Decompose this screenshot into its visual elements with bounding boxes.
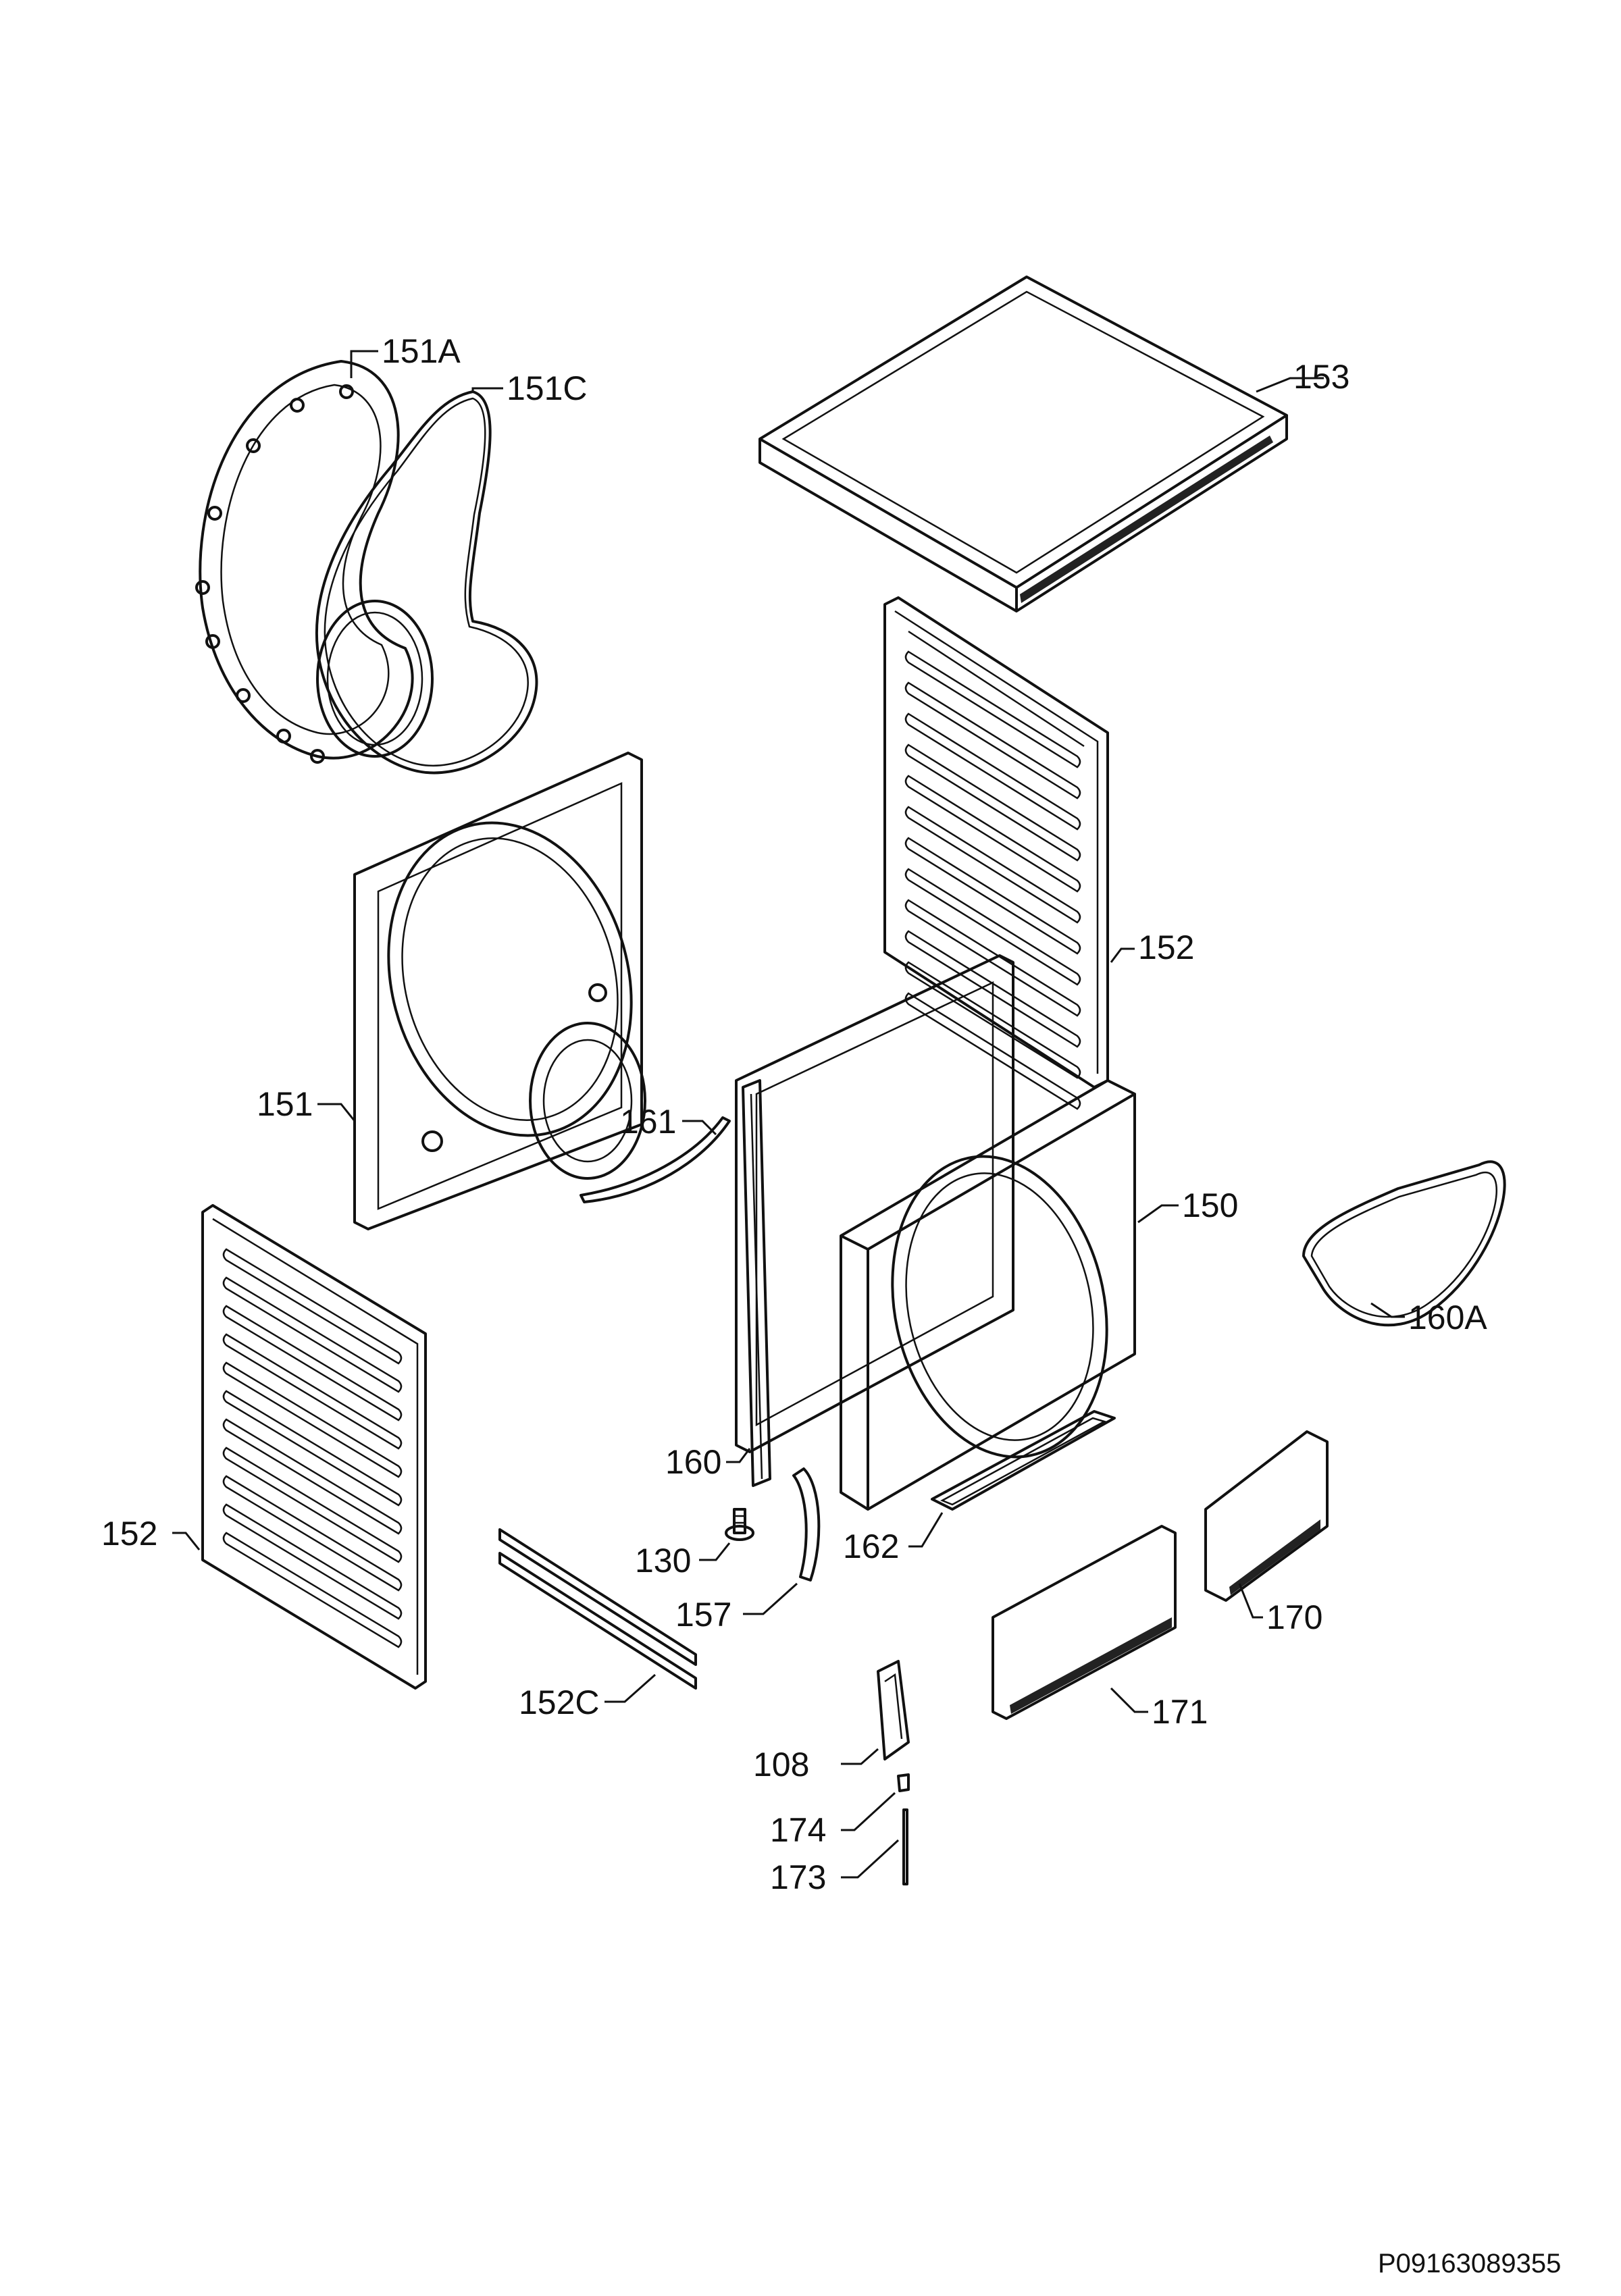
part-161-curved-trim <box>580 1116 731 1203</box>
label-108: 108 <box>753 1746 809 1783</box>
right-panel-rib-12 <box>904 992 1081 1110</box>
label-161: 161 <box>620 1103 676 1141</box>
label-153: 153 <box>1293 358 1349 396</box>
part-151-rear-frame <box>353 752 646 1230</box>
left-panel-rib-5 <box>222 1361 403 1478</box>
right-panel-rib-1 <box>904 650 1081 768</box>
leader-157 <box>743 1582 798 1615</box>
right-panel-rib-4 <box>904 743 1081 862</box>
label-162: 162 <box>843 1528 899 1565</box>
leader-162 <box>908 1512 944 1548</box>
part-170-plinth-right <box>1204 1430 1329 1602</box>
right-panel-rib-3 <box>904 712 1081 831</box>
left-panel-rib-10 <box>222 1503 403 1620</box>
label-150: 150 <box>1182 1186 1238 1224</box>
left-panel-rib-4 <box>222 1333 403 1450</box>
right-panel-rib-9 <box>904 899 1081 1017</box>
leader-160 <box>726 1448 751 1463</box>
left-panel-rib-3 <box>222 1305 403 1421</box>
part-160-support-strip <box>742 1079 771 1487</box>
part-130-foot <box>725 1508 754 1541</box>
part-153-top-cover <box>758 276 1288 612</box>
part-152-side-panel-left <box>201 1204 427 1690</box>
left-panel-rib-7 <box>222 1418 403 1535</box>
leader-173 <box>841 1839 900 1879</box>
left-panel-rib-6 <box>222 1390 403 1507</box>
leader-161 <box>682 1120 717 1136</box>
part-151C-gasket <box>315 390 538 775</box>
leader-152-right <box>1110 947 1135 963</box>
right-panel-rib-11 <box>904 961 1081 1079</box>
label-174: 174 <box>770 1811 826 1849</box>
part-151A-drum-ring <box>195 360 434 764</box>
part-108-flap <box>877 1660 910 1760</box>
leader-151C <box>471 387 503 393</box>
label-160A: 160A <box>1408 1299 1487 1336</box>
leader-108 <box>841 1748 879 1765</box>
leader-151 <box>317 1103 356 1122</box>
part-174-clip <box>897 1773 910 1792</box>
label-152-left: 152 <box>101 1515 157 1553</box>
leader-152C <box>604 1673 656 1703</box>
part-160A-door-seal <box>1302 1160 1506 1327</box>
label-171: 171 <box>1152 1693 1208 1731</box>
right-panel-rib-6 <box>904 806 1081 924</box>
right-panel-rib-10 <box>904 930 1081 1048</box>
label-152-right: 152 <box>1138 929 1194 966</box>
left-panel-ribs <box>222 1248 403 1648</box>
left-panel-rib-2 <box>222 1276 403 1393</box>
label-151A: 151A <box>382 332 461 370</box>
leader-150 <box>1137 1204 1179 1224</box>
part-152C-trim-strips <box>498 1528 697 1690</box>
right-panel-rib-8 <box>904 868 1081 986</box>
right-panel-ribs <box>904 650 1081 1110</box>
part-162-filter-tray <box>931 1410 1116 1511</box>
leader-153 <box>1256 377 1324 393</box>
right-panel-rib-5 <box>904 775 1081 893</box>
label-130: 130 <box>635 1542 691 1580</box>
part-171-plinth-left <box>992 1525 1177 1720</box>
left-panel-rib-9 <box>222 1475 403 1592</box>
leader-174 <box>841 1792 896 1831</box>
leader-160A <box>1370 1302 1405 1318</box>
left-panel-rib-1 <box>222 1248 403 1365</box>
label-170: 170 <box>1266 1598 1322 1636</box>
label-151: 151 <box>257 1085 313 1123</box>
part-157-curved-guide <box>792 1467 821 1582</box>
part-173-pin <box>902 1808 908 1885</box>
label-151C: 151C <box>507 369 588 407</box>
left-panel-rib-8 <box>222 1446 403 1563</box>
label-152C: 152C <box>519 1684 600 1721</box>
left-panel-rib-11 <box>222 1532 403 1648</box>
right-panel-rib-7 <box>904 837 1081 955</box>
label-173: 173 <box>770 1858 826 1896</box>
document-id: P09163089355 <box>1378 2249 1561 2278</box>
leader-171 <box>1110 1687 1148 1713</box>
label-157: 157 <box>675 1596 731 1634</box>
leader-130 <box>699 1542 731 1561</box>
label-160: 160 <box>665 1443 721 1481</box>
leader-151A <box>350 350 378 378</box>
leader-170 <box>1238 1583 1263 1619</box>
right-panel-rib-2 <box>904 681 1081 800</box>
part-150-front-panel <box>735 954 1136 1511</box>
leader-152-left <box>172 1532 201 1550</box>
